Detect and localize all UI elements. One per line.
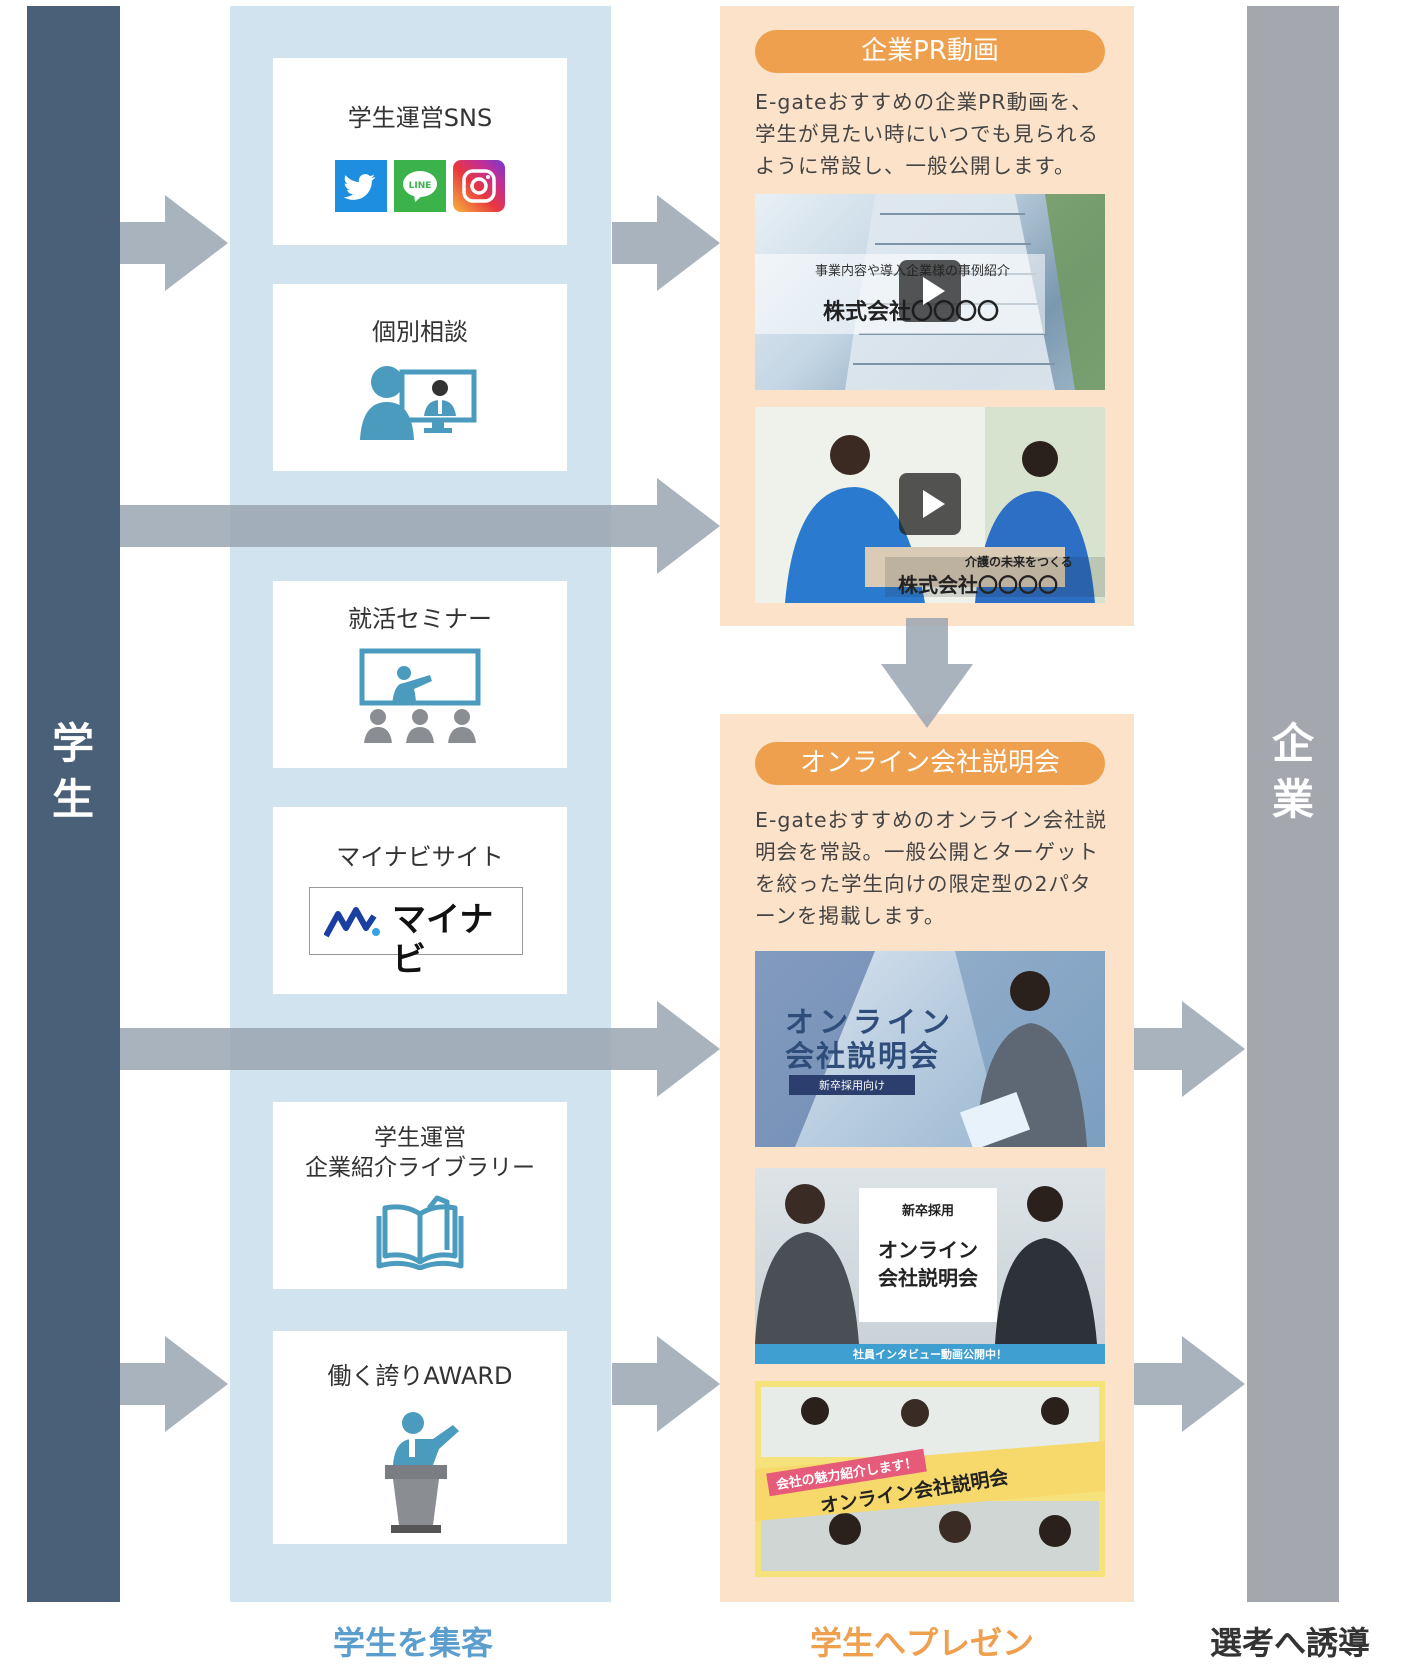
mynavi-logo: マイナビ xyxy=(309,887,523,980)
pr-video-thumb-2[interactable]: 介護の未来をつくる 株式会社〇〇〇〇 xyxy=(755,407,1105,603)
online-thumb1-line2: 会社説明会 xyxy=(785,1039,941,1073)
card-award: 働く誇りAWARD xyxy=(273,1331,567,1544)
online-thumb2-banner: 社員インタビュー動画公開中！ xyxy=(853,1348,1007,1361)
online-thumb-2[interactable]: 新卒採用 オンライン 会社説明会 社員インタビュー動画公開中！ xyxy=(755,1168,1105,1364)
play-icon[interactable] xyxy=(899,260,961,322)
arrow-sns-to-pr xyxy=(612,195,720,291)
arrow-student-to-pr-video xyxy=(120,478,720,574)
meeting-scene-graphic xyxy=(755,407,1105,603)
pr-video-description: E-gateおすすめの企業PR動画を、学生が見たい時にいつでも見られるように常設… xyxy=(755,90,1099,178)
mynavi-logo-text: マイナビ xyxy=(392,900,494,980)
card-award-title: 働く誇りAWARD xyxy=(327,1362,513,1390)
online-thumb1-tag: 新卒採用向け xyxy=(789,1075,915,1095)
play-icon[interactable] xyxy=(899,473,961,535)
online-thumb2-top: 新卒採用 xyxy=(901,1204,954,1219)
label-guide: 選考へ誘導 xyxy=(1210,1624,1371,1662)
company-label: 企 業 xyxy=(1271,719,1314,824)
card-library: 学生運営 企業紹介ライブラリー xyxy=(273,1102,567,1289)
online-thumb1-line1: オンライン xyxy=(785,1005,956,1039)
card-seminar-title: 就活セミナー xyxy=(348,605,492,633)
online-thumb-1[interactable]: オンライン 会社説明会 新卒採用向け xyxy=(755,951,1105,1147)
instagram-icon xyxy=(453,160,505,212)
pr-video-thumb-1[interactable]: 事業内容や導入企業様の事例紹介 株式会社〇〇〇〇 xyxy=(755,194,1105,390)
card-mynavi-title: マイナビサイト xyxy=(336,843,504,871)
book-icon xyxy=(376,1195,464,1270)
business-woman-graphic xyxy=(755,951,1105,1147)
consultation-icon xyxy=(360,366,477,440)
pr-video-heading: 企業PR動画 xyxy=(755,30,1105,73)
card-mynavi: マイナビサイト マイナビ xyxy=(273,807,567,994)
card-consultation-title: 個別相談 xyxy=(372,318,468,346)
card-library-title: 学生運営 企業紹介ライブラリー xyxy=(305,1125,535,1181)
seminar-icon xyxy=(359,648,481,743)
card-consultation: 個別相談 xyxy=(273,284,567,471)
team-collage-graphic xyxy=(755,1387,1105,1571)
student-bar: 学 生 xyxy=(27,6,120,1602)
company-bar: 企 業 xyxy=(1247,6,1339,1602)
online-briefing-description: E-gateおすすめのオンライン会社説明会を常設。一般公開とターゲットを絞った学… xyxy=(755,808,1108,928)
card-seminar: 就活セミナー xyxy=(273,581,567,768)
arrow-award-to-online xyxy=(612,1336,720,1432)
online-briefing-heading: オンライン会社説明会 xyxy=(755,742,1105,785)
label-present: 学生へプレゼン xyxy=(810,1624,1035,1662)
card-sns: 学生運営SNS LINE xyxy=(273,58,567,245)
arrow-online-to-company-2 xyxy=(1134,1336,1245,1432)
business-people-graphic xyxy=(755,1184,1105,1364)
label-attract: 学生を集客 xyxy=(333,1624,494,1662)
arrow-online-to-company xyxy=(1134,1001,1245,1097)
card-sns-title: 学生運営SNS xyxy=(347,104,493,132)
arrow-pr-to-online xyxy=(881,618,973,728)
online-thumb2-panel: 新卒採用 オンライン 会社説明会 xyxy=(859,1188,997,1322)
mynavi-mark-icon xyxy=(324,907,380,938)
twitter-icon xyxy=(335,160,387,212)
arrow-student-to-sns xyxy=(120,195,228,291)
arrow-student-to-award xyxy=(120,1336,228,1432)
pr-thumb2-caption: 介護の未来をつくる xyxy=(965,555,1073,569)
online-thumb2-line2: 会社説明会 xyxy=(878,1266,978,1290)
online-thumb2-line1: オンライン xyxy=(878,1238,978,1262)
student-label: 学 生 xyxy=(51,719,94,824)
arrow-student-to-online xyxy=(120,1001,720,1097)
svg-text:LINE: LINE xyxy=(409,181,432,191)
podium-speaker-icon xyxy=(385,1412,459,1533)
pr-thumb2-company: 株式会社〇〇〇〇 xyxy=(898,573,1058,597)
online-thumb-3[interactable]: 会社の魅力紹介します！ オンライン会社説明会 xyxy=(755,1381,1105,1577)
line-icon: LINE xyxy=(394,160,446,212)
